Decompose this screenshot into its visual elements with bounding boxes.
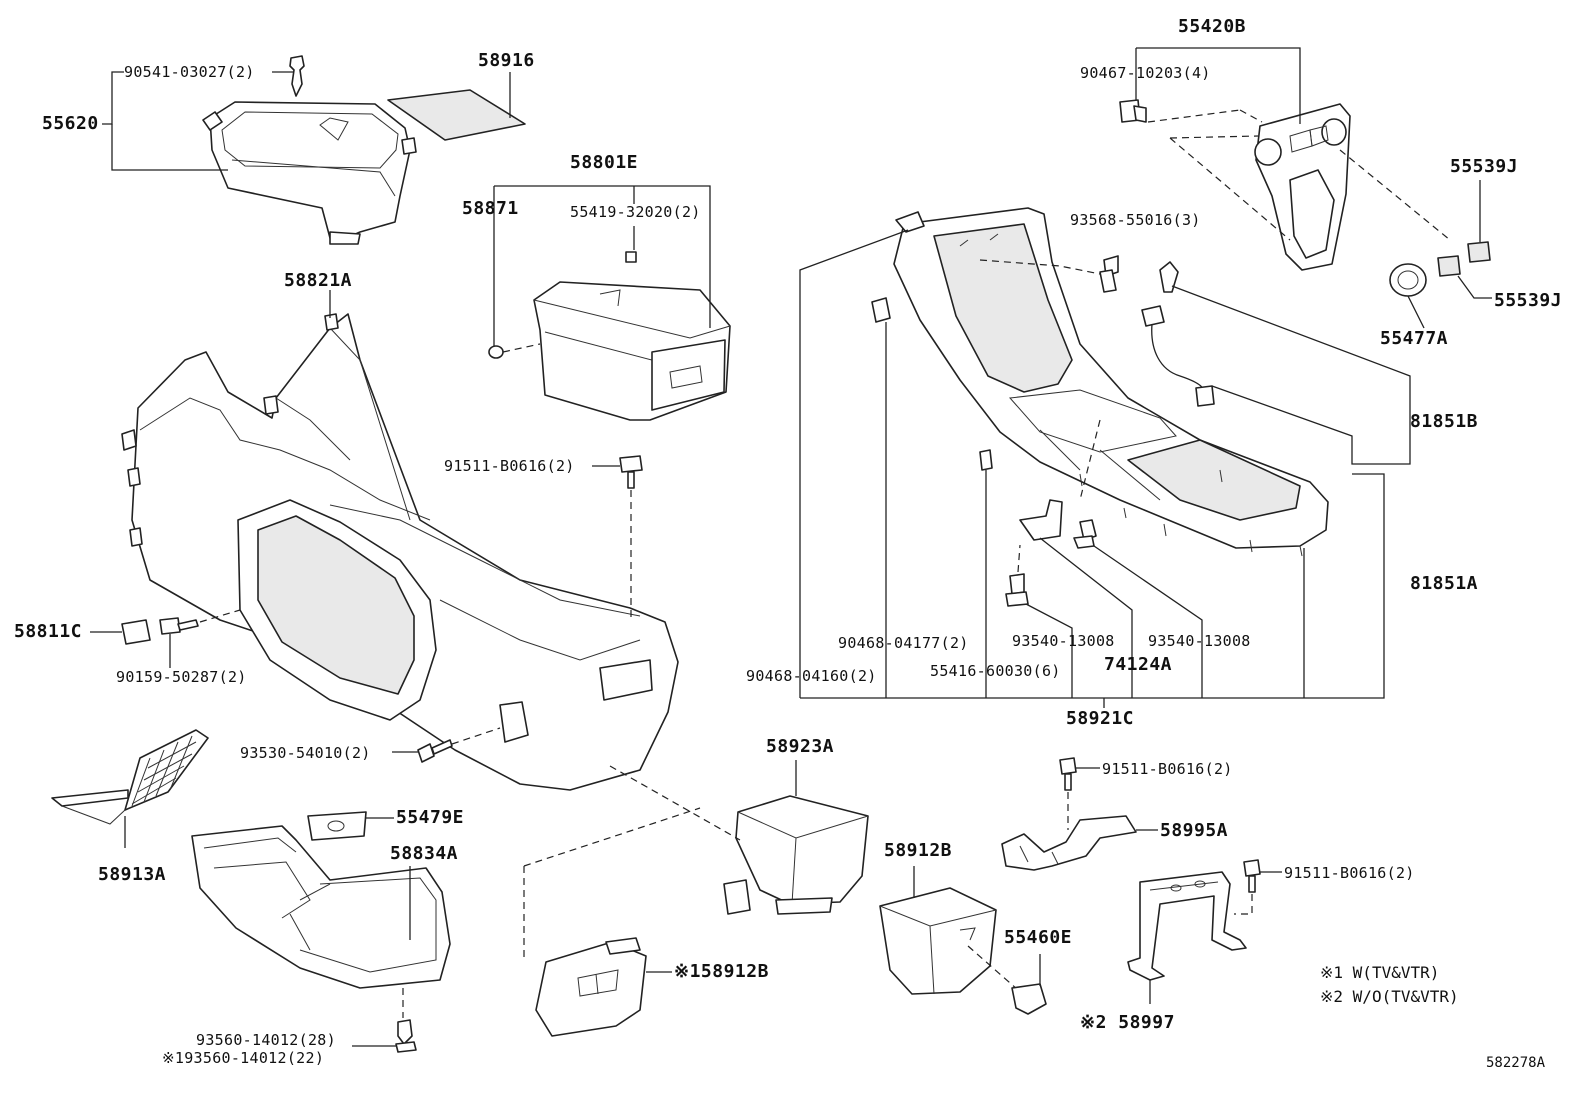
label-74124A: 74124A [1104, 654, 1173, 675]
label-93540-13008-a: 93540-13008 [1012, 632, 1115, 650]
screw-part [392, 727, 501, 763]
label-81851B: 81851B [1410, 411, 1479, 432]
tray-part [191, 811, 451, 1053]
bolt-part [592, 455, 643, 620]
console-upper-part [799, 207, 1411, 708]
bracket-part [1001, 757, 1158, 871]
label-58995A: 58995A [1160, 820, 1229, 841]
label-58997: ※2 58997 [1080, 1012, 1175, 1033]
label-91511-B0616-a: 91511-B0616(2) [444, 457, 575, 475]
pocket-part [523, 760, 869, 960]
label-93540-13008-b: 93540-13008 [1148, 632, 1251, 650]
diagram-reference-code: 582278A [1486, 1055, 1546, 1071]
label-91511-B0616-b: 91511-B0616(2) [1102, 760, 1233, 778]
label-58912B: 58912B [884, 840, 953, 861]
support-bracket-part [1127, 859, 1282, 1004]
label-55479E: 55479E [396, 807, 465, 828]
label-55460E: 55460E [1004, 927, 1073, 948]
label-58834A: 58834A [390, 843, 459, 864]
label-58912B-w-tv: ※158912B [674, 961, 769, 982]
label-55419-32020: 55419-32020(2) [570, 203, 701, 221]
ring-part [1389, 263, 1427, 329]
label-55416-60030: 55416-60030(6) [930, 662, 1061, 680]
label-90468-04177: 90468-04177(2) [838, 634, 969, 652]
label-90159-50287: 90159-50287(2) [116, 668, 247, 686]
console-body-part [121, 290, 679, 791]
grille-part [51, 729, 209, 848]
label-58871: 58871 [462, 198, 519, 219]
cover-piece-part [1437, 180, 1492, 299]
label-91511-B0616-c: 91511-B0616(2) [1284, 864, 1415, 882]
console-box-part [488, 185, 731, 421]
cup-holder-part [879, 866, 1047, 1015]
label-93560-14012-22: ※193560-14012(22) [162, 1049, 325, 1067]
label-93560-14012-28: 93560-14012(28) [196, 1031, 336, 1049]
label-55420B: 55420B [1178, 16, 1247, 37]
label-90541-03027: 90541-03027(2) [124, 63, 255, 81]
label-55539J-b: 55539J [1494, 290, 1563, 311]
clip-part [289, 55, 305, 97]
label-58913A: 58913A [98, 864, 167, 885]
label-58916: 58916 [478, 50, 535, 71]
label-81851A: 81851A [1410, 573, 1479, 594]
label-58921C: 58921C [1066, 708, 1135, 729]
label-58801E: 58801E [570, 152, 639, 173]
legend-note-2: ※2 W/O(TV&VTR) [1320, 987, 1459, 1006]
label-93530-54010: 93530-54010(2) [240, 744, 371, 762]
label-55477A: 55477A [1380, 328, 1449, 349]
label-58923A: 58923A [766, 736, 835, 757]
switch-panel-part [535, 937, 672, 1037]
mat-part [387, 72, 526, 141]
legend-note-1: ※1 W(TV&VTR) [1320, 963, 1440, 982]
label-58821A: 58821A [284, 270, 353, 291]
cap-and-screw-part [90, 609, 241, 668]
label-55620: 55620 [42, 113, 99, 134]
shift-panel-part [1119, 47, 1451, 271]
label-55539J-a: 55539J [1450, 156, 1519, 177]
label-93568-55016: 93568-55016(3) [1070, 211, 1201, 229]
label-90467-10203: 90467-10203(4) [1080, 64, 1211, 82]
label-58811C: 58811C [14, 621, 83, 642]
console-lid-part [202, 101, 417, 245]
label-90468-04160: 90468-04160(2) [746, 667, 877, 685]
